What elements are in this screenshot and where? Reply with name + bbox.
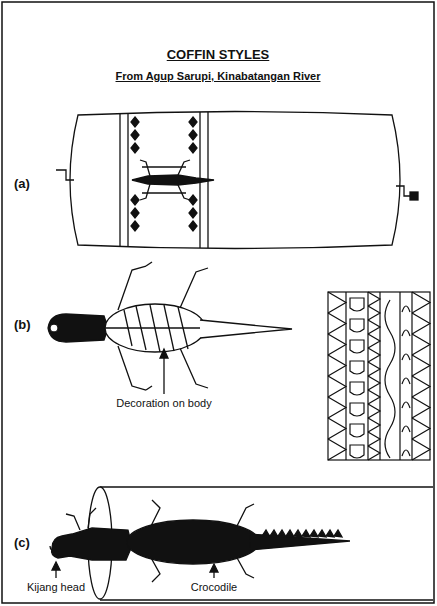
figure-letter: (b) (14, 318, 31, 333)
callout-label: Kijang head (27, 581, 85, 594)
lizard-b (48, 262, 292, 394)
subtitle: From Agup Sarupi, Kinabatangan River (116, 70, 321, 83)
callout-label: Decoration on body (116, 397, 211, 410)
title: COFFIN STYLES (167, 48, 270, 63)
callout-label: Crocodile (191, 581, 237, 594)
figure-letter: (a) (14, 177, 30, 192)
coffin-a (56, 112, 418, 249)
coffin-c (50, 487, 433, 600)
decoration-pattern (328, 292, 430, 460)
figure-letter: (c) (14, 536, 30, 551)
